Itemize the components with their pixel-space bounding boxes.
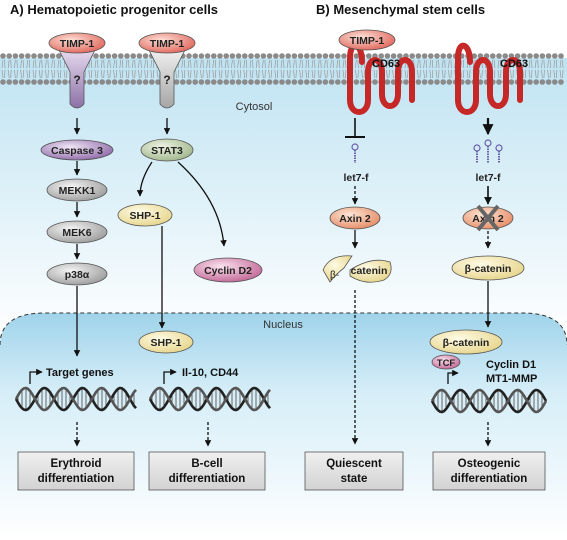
nucleus-region [0, 313, 567, 540]
cyclin-d1-label: Cyclin D1 [486, 359, 536, 371]
cyclin-d2-label: Cyclin D2 [204, 265, 252, 277]
receptor-gray [147, 47, 187, 109]
p38-label: p38α [65, 269, 90, 281]
cd63-receptor [455, 42, 523, 115]
let7f-label: let7-f [475, 172, 501, 184]
dna-helix [430, 388, 548, 414]
nucleus-label: Nucleus [263, 319, 303, 331]
shp1-nuclear-node [138, 330, 194, 354]
cyclin-d2-node [193, 257, 263, 283]
timp1-label: TIMP-1 [350, 35, 385, 47]
shp1-node [117, 203, 173, 227]
outcome-text: state [341, 473, 368, 485]
outcome-text: Quiescent [326, 458, 382, 470]
shp1-genes-label: Il-10, CD44 [182, 367, 239, 379]
axin2-label: Axin 2 [339, 213, 371, 225]
panel-b-title: B) Mesenchymal stem cells [316, 2, 485, 17]
stat3-node [140, 138, 194, 162]
bcell-outcome-box [148, 451, 266, 491]
panel-a-title: A) Hematopoietic progenitor cells [10, 2, 218, 17]
mekk1-node [46, 178, 108, 202]
tcf-node [431, 354, 461, 370]
mek6-label: MEK6 [62, 227, 91, 239]
mirna-hairpin [351, 143, 359, 163]
mekk1-label: MEKK1 [59, 185, 96, 197]
erythroid-outcome-box [17, 451, 135, 491]
cd63-label: CD63 [500, 58, 528, 70]
osteogenic-outcome-box [432, 451, 546, 491]
let7f-label: let7-f [343, 172, 369, 184]
dna-helix [14, 386, 137, 412]
catenin-beta-label: β- [330, 270, 339, 281]
timp1-label: TIMP-1 [60, 38, 95, 50]
beta-catenin-nuclear-label: β-catenin [443, 337, 490, 349]
mirna-hairpin-cluster [473, 139, 503, 163]
outcome-text: differentiation [169, 473, 246, 485]
timp1-node [48, 32, 106, 54]
p38-node [46, 262, 108, 286]
receptor-purple [57, 47, 97, 109]
outcome-text: Erythroid [50, 458, 101, 470]
outcome-text: differentiation [38, 473, 115, 485]
cd63-label: CD63 [372, 58, 400, 70]
cytosol-label: Cytosol [236, 101, 273, 113]
axin2-node [329, 206, 381, 230]
caspase3-label: Caspase 3 [51, 145, 103, 157]
blocked-x-icon [476, 204, 500, 232]
nuclear-envelope [0, 312, 567, 346]
caspase3-node [40, 139, 114, 161]
outcome-text: differentiation [451, 473, 528, 485]
cd63-receptor [347, 42, 415, 115]
shp1-label: SHP-1 [130, 210, 161, 222]
timp1-node [338, 29, 396, 51]
mt1mmp-label: MT1-MMP [486, 373, 537, 385]
dna-helix [148, 386, 271, 412]
shp1-nuclear-label: SHP-1 [151, 337, 182, 349]
beta-catenin-nuclear-node [429, 329, 503, 355]
outcome-text: Osteogenic [458, 458, 521, 470]
receptor-unknown-label: ? [73, 73, 80, 87]
catenin-label: catenin [351, 265, 388, 277]
quiescent-outcome-box [304, 451, 404, 491]
tcf-label: TCF [437, 358, 456, 369]
receptor-unknown-label: ? [163, 73, 170, 87]
outcome-text: B-cell [191, 458, 222, 470]
timp1-node [138, 32, 196, 54]
beta-catenin-node [451, 255, 525, 281]
timp1-label: TIMP-1 [150, 38, 185, 50]
stat3-label: STAT3 [151, 145, 183, 157]
beta-catenin-label: β-catenin [465, 263, 512, 275]
mek6-node [46, 220, 108, 244]
target-genes-label: Target genes [46, 367, 114, 379]
catenin-fragment [322, 255, 353, 283]
catenin-fragment [349, 259, 392, 283]
